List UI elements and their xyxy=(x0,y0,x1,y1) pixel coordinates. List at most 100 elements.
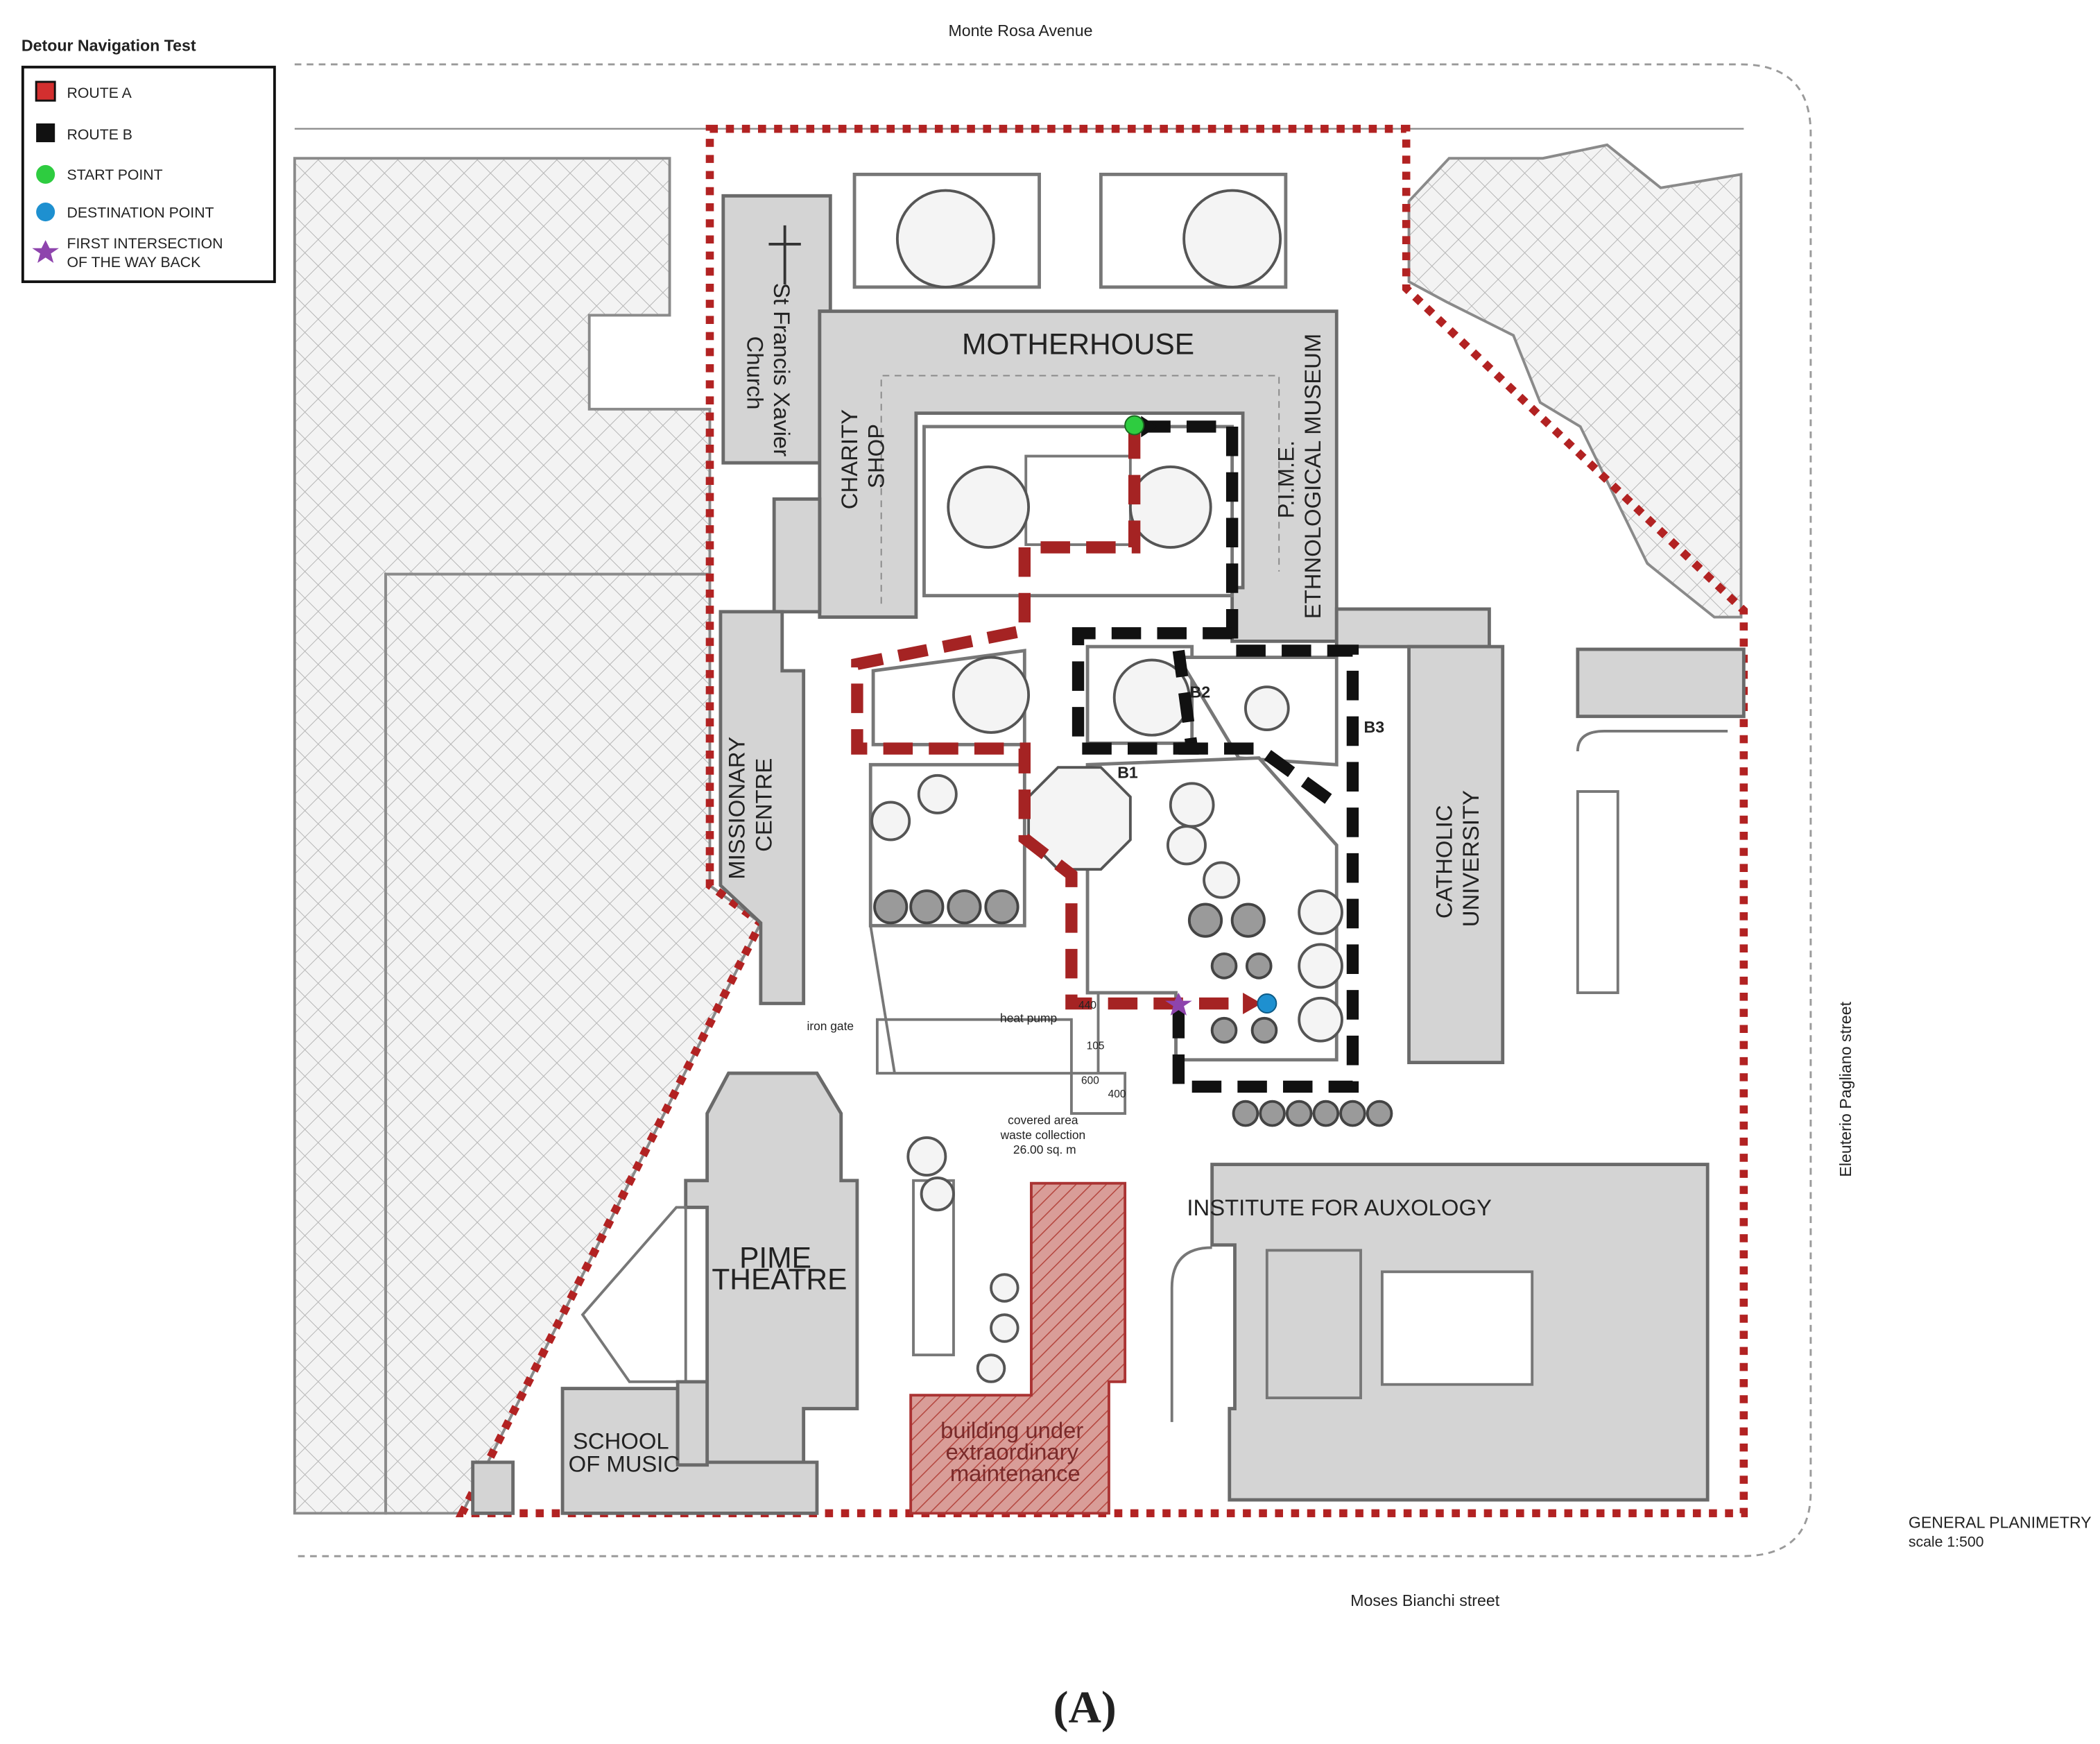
heat-pump-area xyxy=(875,1018,1073,1075)
tree-icon xyxy=(1167,825,1207,866)
motherhouse-inner-outline xyxy=(880,375,1280,604)
shrub-icon xyxy=(947,889,982,925)
circle-blue-icon xyxy=(36,203,55,222)
shrub-icon xyxy=(984,889,1019,925)
ramp-outline xyxy=(1576,730,1728,752)
tree-icon xyxy=(1298,943,1343,989)
access-road-west xyxy=(869,925,896,1074)
missionary-centre-label: MISSIONARY CENTRE xyxy=(724,730,777,880)
building-east-strip xyxy=(1334,607,1491,649)
tree-icon xyxy=(1203,861,1241,899)
maintenance-building xyxy=(909,1181,1127,1515)
square-black-icon xyxy=(36,123,55,142)
shrub-icon xyxy=(909,889,945,925)
tree-icon xyxy=(976,1353,1006,1383)
street-south-label: Moses Bianchi street xyxy=(1350,1591,1499,1609)
tree-icon xyxy=(870,801,911,841)
tree-icon xyxy=(990,1273,1019,1303)
tree-icon xyxy=(906,1136,947,1177)
first-intersection-star-icon xyxy=(1165,993,1192,1016)
tree-icon xyxy=(1244,685,1290,731)
school-of-music-label: SCHOOL OF MUSIC xyxy=(569,1428,680,1477)
iron-gate-label: iron gate xyxy=(807,1019,854,1033)
shrub-icon xyxy=(1245,952,1273,980)
dimension-400: 400 xyxy=(1108,1088,1126,1100)
legend-title: Detour Navigation Test xyxy=(21,36,196,54)
route-b1-branch xyxy=(1071,627,1232,755)
tree-icon xyxy=(920,1176,955,1212)
palm-tree-icon xyxy=(1182,189,1282,289)
dimension-600: 600 xyxy=(1081,1075,1099,1087)
shrub-icon xyxy=(1250,1016,1278,1044)
planimetry-scale: scale 1:500 xyxy=(1909,1534,1984,1550)
shrub-icon xyxy=(873,889,909,925)
start-point-marker xyxy=(1124,415,1145,436)
site-outline xyxy=(294,63,1812,1557)
star-purple-icon xyxy=(32,240,59,264)
auxology-courtyard xyxy=(1380,1270,1534,1386)
heat-pump-label: heat pump xyxy=(1000,1011,1057,1025)
tree-icon xyxy=(1298,996,1343,1043)
route-b2-label: B2 xyxy=(1189,683,1210,701)
route-b-path xyxy=(1141,420,1359,1093)
legend-item-intersection: FIRST INTERSECTION OF THE WAY BACK xyxy=(67,235,227,271)
route-b3-branch xyxy=(1178,742,1341,810)
building-west-small xyxy=(772,497,822,614)
street-north-label: Monte Rosa Avenue xyxy=(948,22,1092,40)
dimension-105: 105 xyxy=(1087,1040,1105,1052)
palm-tree-icon xyxy=(952,656,1031,734)
shrub-icon xyxy=(1210,952,1238,980)
site-boundary xyxy=(455,124,1748,1518)
destination-point-marker xyxy=(1257,993,1277,1014)
music-annex xyxy=(675,1380,709,1467)
church-label: St Francis Xavier Church xyxy=(743,283,795,463)
museum-label: P.I.M.E. ETHNOLOGICAL MUSEUM xyxy=(1273,334,1325,619)
tree-icon xyxy=(1169,782,1215,828)
legend-box: ROUTE A ROUTE B START POINT DESTINATION … xyxy=(21,65,276,284)
auxology-ramp xyxy=(1170,1246,1212,1422)
route-b1-label: B1 xyxy=(1117,764,1138,782)
covered-area-label: covered area waste collection 26.00 sq. … xyxy=(1000,1113,1089,1157)
route-a-path xyxy=(851,429,1243,1010)
lawn-west xyxy=(868,762,1026,927)
neighbor-lot-west xyxy=(293,157,712,1515)
catholic-university-building xyxy=(1407,644,1505,1065)
neighbor-lot-northeast xyxy=(1407,143,1743,619)
tree-icon xyxy=(1298,889,1343,935)
shrub-icon xyxy=(1230,903,1266,938)
legend-item-route-a: ROUTE A xyxy=(67,85,132,101)
palm-tree-icon xyxy=(895,189,995,289)
auxology-wing xyxy=(1265,1249,1362,1400)
planimetry-title: GENERAL PLANIMETRY xyxy=(1909,1514,2092,1532)
street-east-label: Eleuterio Pagliano street xyxy=(1836,1001,1854,1177)
legend-item-route-b: ROUTE B xyxy=(67,126,132,143)
shrub-icon xyxy=(1187,903,1223,938)
tree-icon xyxy=(917,773,958,814)
motherhouse-label: MOTHERHOUSE xyxy=(962,329,1194,361)
legend-item-destination: DESTINATION POINT xyxy=(67,204,214,221)
route-b-arrow-icon xyxy=(1141,416,1157,438)
missionary-centre-building xyxy=(718,610,806,1005)
shrub-row-south xyxy=(1232,1100,1393,1127)
theatre-annex-west xyxy=(580,1206,687,1383)
neighbor-lot-southwest xyxy=(384,572,763,1515)
catholic-university-label: CATHOLIC UNIVERSITY xyxy=(1431,790,1483,927)
legend-item-start: START POINT xyxy=(67,166,163,183)
route-b3-label: B3 xyxy=(1364,718,1385,736)
palm-tree-icon xyxy=(1128,465,1212,549)
route-a-arrow-icon xyxy=(1243,993,1262,1014)
figure-label: (A) xyxy=(1053,1682,1117,1733)
dimension-440: 440 xyxy=(1078,1000,1096,1011)
circle-green-icon xyxy=(36,164,55,184)
corner-building xyxy=(471,1460,515,1515)
east-annex xyxy=(1576,790,1619,994)
charity-shop-label: CHARITY SHOP xyxy=(836,403,889,509)
motherhouse-building xyxy=(818,309,1339,643)
palm-tree-icon xyxy=(947,465,1031,549)
shrub-icon xyxy=(1210,1016,1238,1044)
building-far-east xyxy=(1576,647,1746,719)
tree-icon xyxy=(990,1313,1019,1343)
maintenance-label: building under extraordinary maintenance xyxy=(940,1417,1090,1486)
pime-theatre-label: PIME THEATRE xyxy=(712,1242,847,1296)
